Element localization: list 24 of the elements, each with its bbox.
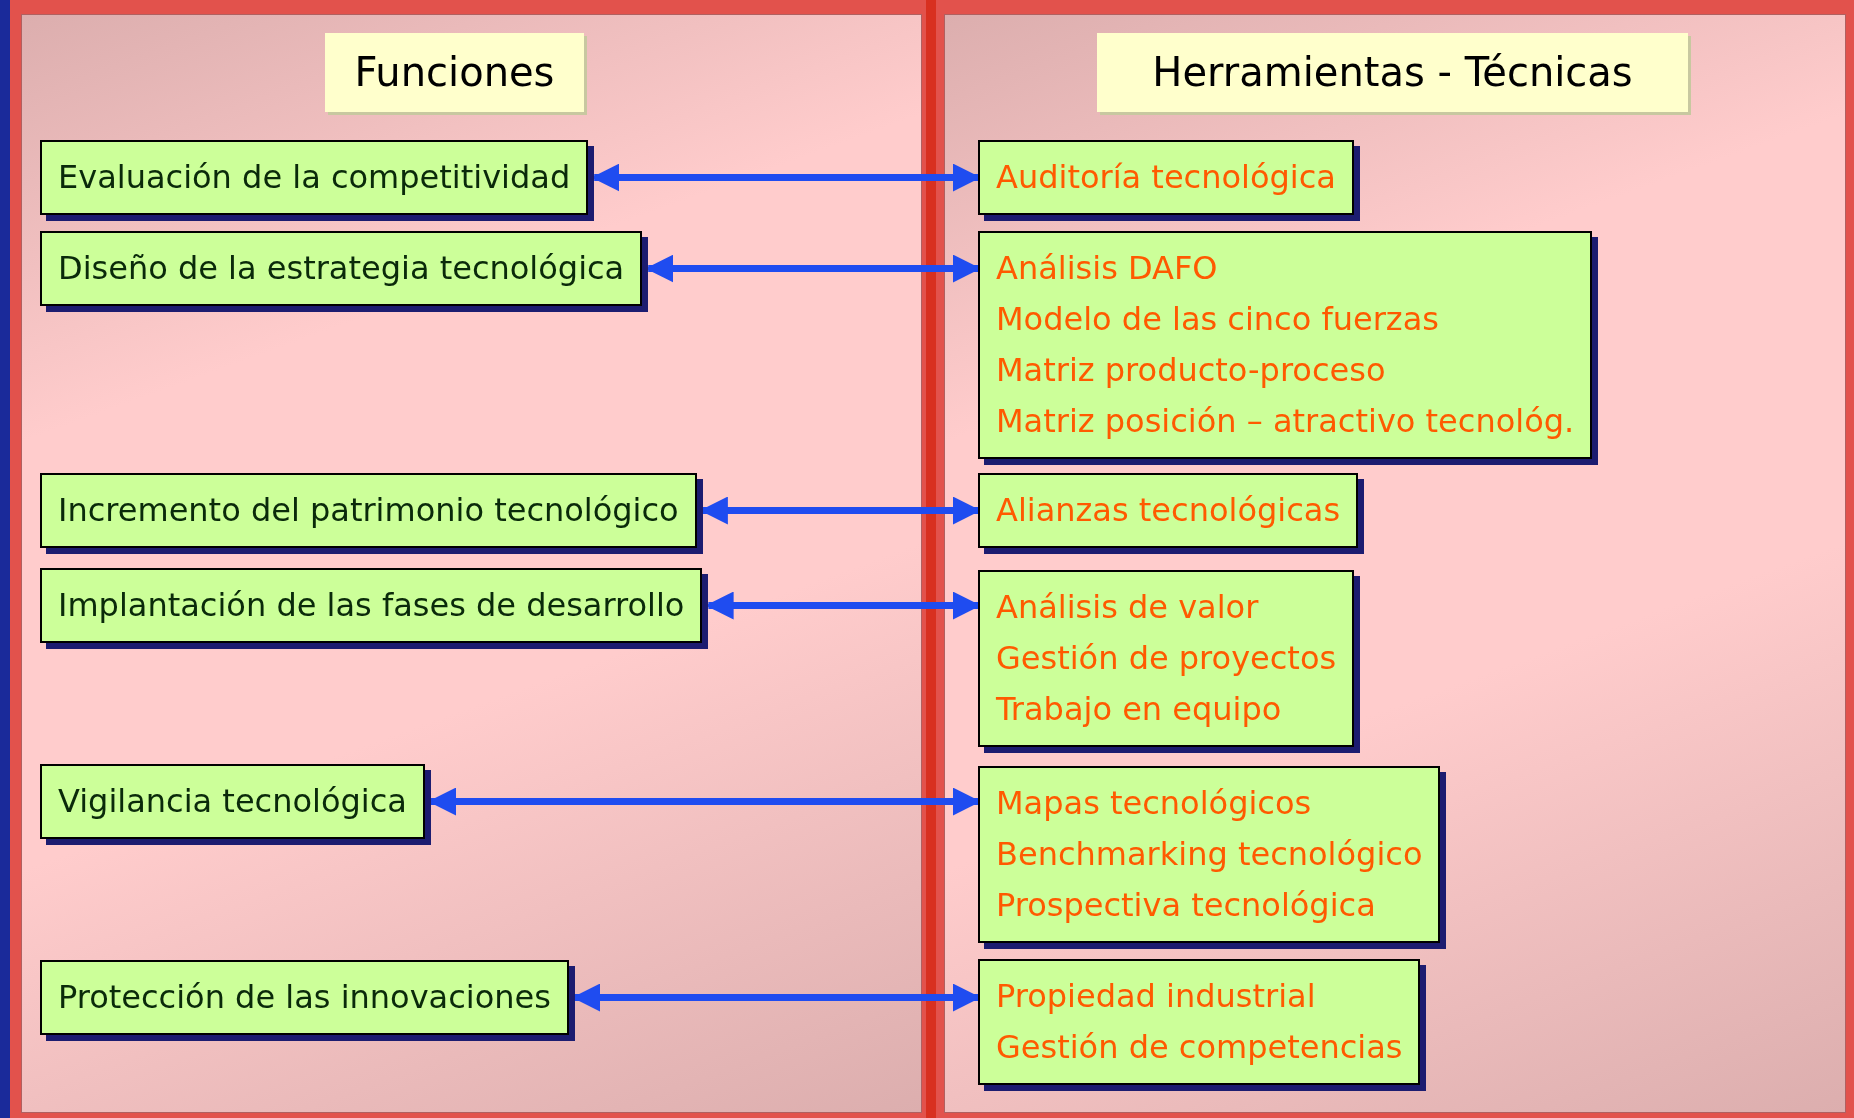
column-heading [325, 33, 584, 112]
box-text: Benchmarking tecnológico [996, 834, 1423, 875]
box-text: Análisis de valor [996, 587, 1260, 628]
box-text: Funciones [353, 48, 556, 97]
box-text: Diseño de la estrategia tecnológica [58, 248, 625, 289]
box-text: Gestión de proyectos [996, 638, 1337, 679]
box-text: Herramientas - Técnicas [1151, 48, 1634, 97]
box-text: Implantación de las fases de desarrollo [58, 585, 685, 626]
box-text: Evaluación de la competitividad [58, 157, 571, 198]
box-text: Matriz producto-proceso [996, 350, 1387, 391]
box-text: Prospectiva tecnológica [996, 885, 1377, 926]
box-text: Vigilancia tecnológica [58, 781, 407, 822]
box-text: Mapas tecnológicos [996, 783, 1313, 824]
box-text: Análisis DAFO [996, 248, 1219, 289]
box-text: Protección de las innovaciones [58, 977, 551, 1018]
box-text: Auditoría tecnológica [996, 157, 1336, 198]
box-text: Modelo de las cinco fuerzas [996, 299, 1440, 340]
box-text: Matriz posición – atractivo tecnológ. [996, 401, 1575, 442]
box-text: Gestión de competencias [996, 1027, 1403, 1068]
column-heading [1097, 33, 1688, 112]
box-text: Trabajo en equipo [996, 689, 1283, 730]
box-text: Incremento del patrimonio tecnológico [58, 490, 679, 531]
box-text: Propiedad industrial [996, 976, 1317, 1017]
box-text: Alianzas tecnológicas [996, 490, 1341, 531]
